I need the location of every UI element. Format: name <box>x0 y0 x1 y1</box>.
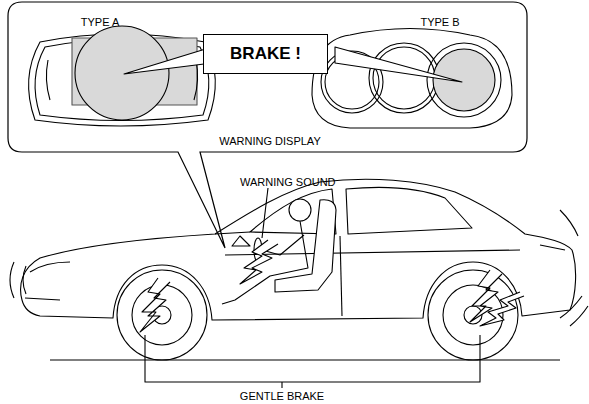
leader-wedge <box>335 47 462 82</box>
display-label: WARNING DISPLAY <box>219 135 320 147</box>
lightning-symbol <box>140 240 524 332</box>
part-label: GENTLE BRAKE <box>240 390 324 402</box>
type-label: TYPE B <box>420 16 459 28</box>
warning-text: BRAKE ! <box>230 44 301 64</box>
type-label: TYPE A <box>81 16 120 28</box>
warning-box: BRAKE ! <box>203 34 328 74</box>
car <box>21 179 576 360</box>
ground-line <box>50 359 560 360</box>
leader-line <box>262 188 268 238</box>
cluster-type-a <box>29 26 216 126</box>
cluster-type-b <box>312 29 512 129</box>
leader-wedge <box>124 47 212 74</box>
bracket <box>145 335 480 388</box>
part-label: WARNING SOUND <box>240 176 336 188</box>
vibration-arc <box>10 210 588 326</box>
callout-box: TYPE A TYPE B WARNING DISPLAY BRAKE ! <box>8 2 528 153</box>
callout-outline-path <box>8 2 527 248</box>
